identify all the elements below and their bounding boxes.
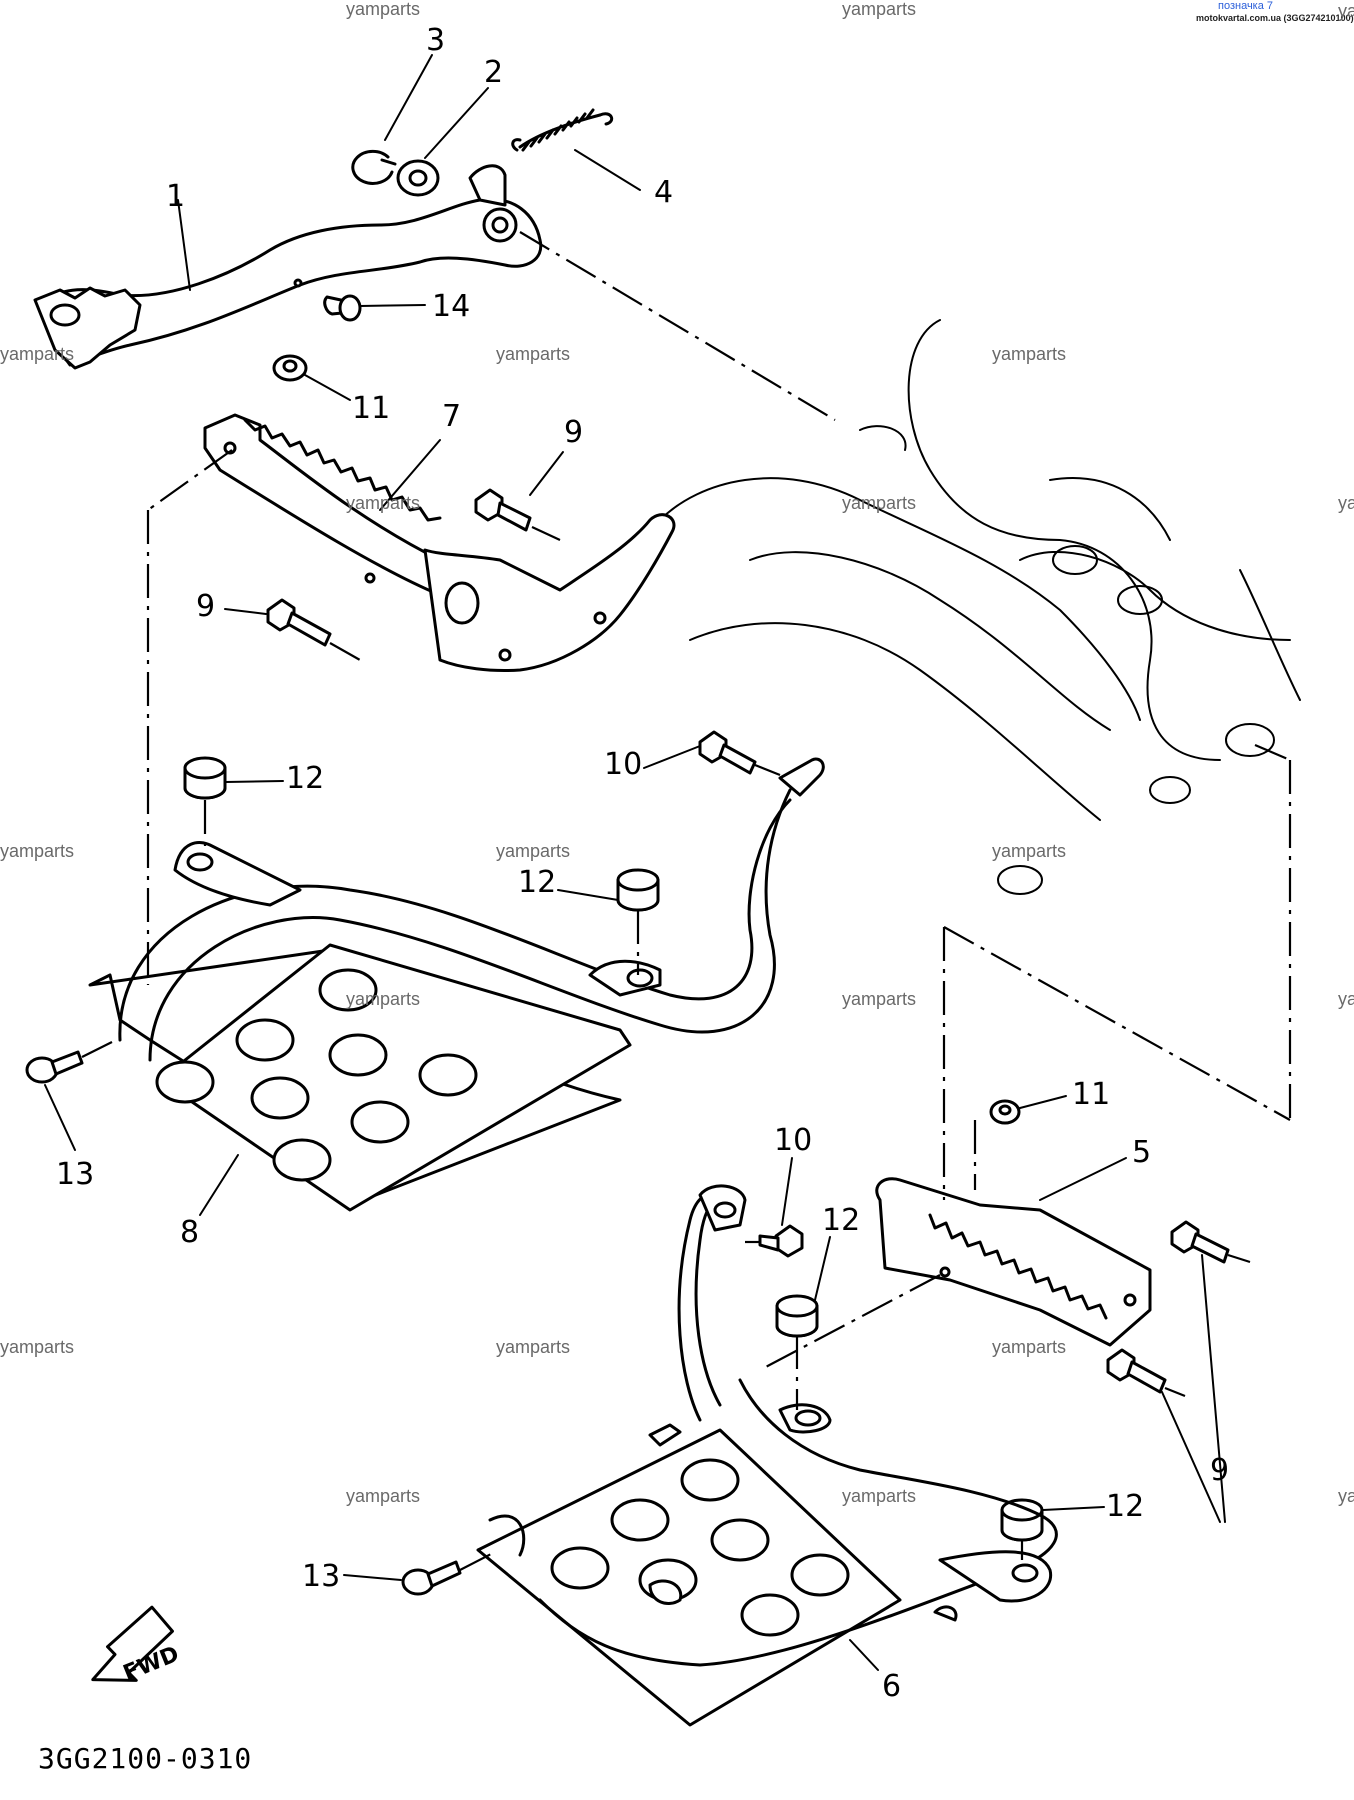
watermark: yamparts [346,989,421,1009]
callout-8: 8 [180,1215,200,1250]
right-footrest [875,1177,1152,1347]
left-plate-guard [88,757,825,1212]
centre-lines [81,231,1292,1571]
fwd-arrow-icon: FWD [91,1605,183,1687]
callout-1: 1 [166,179,186,214]
callout-14: 14 [432,289,471,324]
callout-12: 12 [1106,1489,1145,1524]
callout-11: 11 [1072,1077,1111,1112]
header-link[interactable]: позначка 7 [1218,0,1274,12]
watermark: ya [1338,493,1354,513]
watermark: yamparts [842,493,917,513]
watermark: yamparts [346,493,421,513]
watermark: yamparts [842,0,917,19]
leader-lines [44,54,1226,1671]
frame-outline [659,319,1301,895]
callout-13: 13 [56,1157,95,1192]
right-plate-guard [476,1184,1058,1727]
left-footrest [203,354,676,672]
callout-11: 11 [352,391,391,426]
brake-pedal [33,164,543,370]
bolts [25,488,1230,1596]
watermark: yamparts [346,1486,421,1506]
watermark: yamparts [0,344,75,364]
watermark: yamparts [992,1337,1067,1357]
callout-10: 10 [774,1123,813,1158]
watermark: yamparts [842,1486,917,1506]
callout-3: 3 [426,23,446,58]
watermark: ya [1338,1,1354,21]
watermark: yamparts [496,1337,571,1357]
callout-5: 5 [1132,1135,1152,1170]
watermark: yamparts [0,841,75,861]
callout-4: 4 [654,175,674,210]
watermark: yamparts [496,841,571,861]
callout-9: 9 [1210,1453,1230,1488]
callout-12: 12 [286,761,325,796]
callout-10: 10 [604,747,643,782]
callout-9: 9 [564,415,584,450]
watermark: ya [1338,1486,1354,1506]
watermark: ya [1338,989,1354,1009]
watermark: yamparts [992,841,1067,861]
small-parts-top [323,108,614,322]
watermark: yamparts [0,1337,75,1357]
callout-6: 6 [882,1669,902,1704]
callout-12: 12 [822,1203,861,1238]
watermark: yamparts [992,344,1067,364]
diagram-code: 3GG2100-0310 [38,1742,253,1775]
watermark: yamparts [346,0,421,19]
callout-7: 7 [442,399,462,434]
callout-13: 13 [302,1559,341,1594]
callout-12: 12 [518,865,557,900]
header-source: motokvartal.com.ua (3GG274210100) [1196,13,1354,23]
callout-9: 9 [196,589,216,624]
watermark: yamparts [496,344,571,364]
watermark: yamparts [842,989,917,1009]
callout-2: 2 [484,55,504,90]
